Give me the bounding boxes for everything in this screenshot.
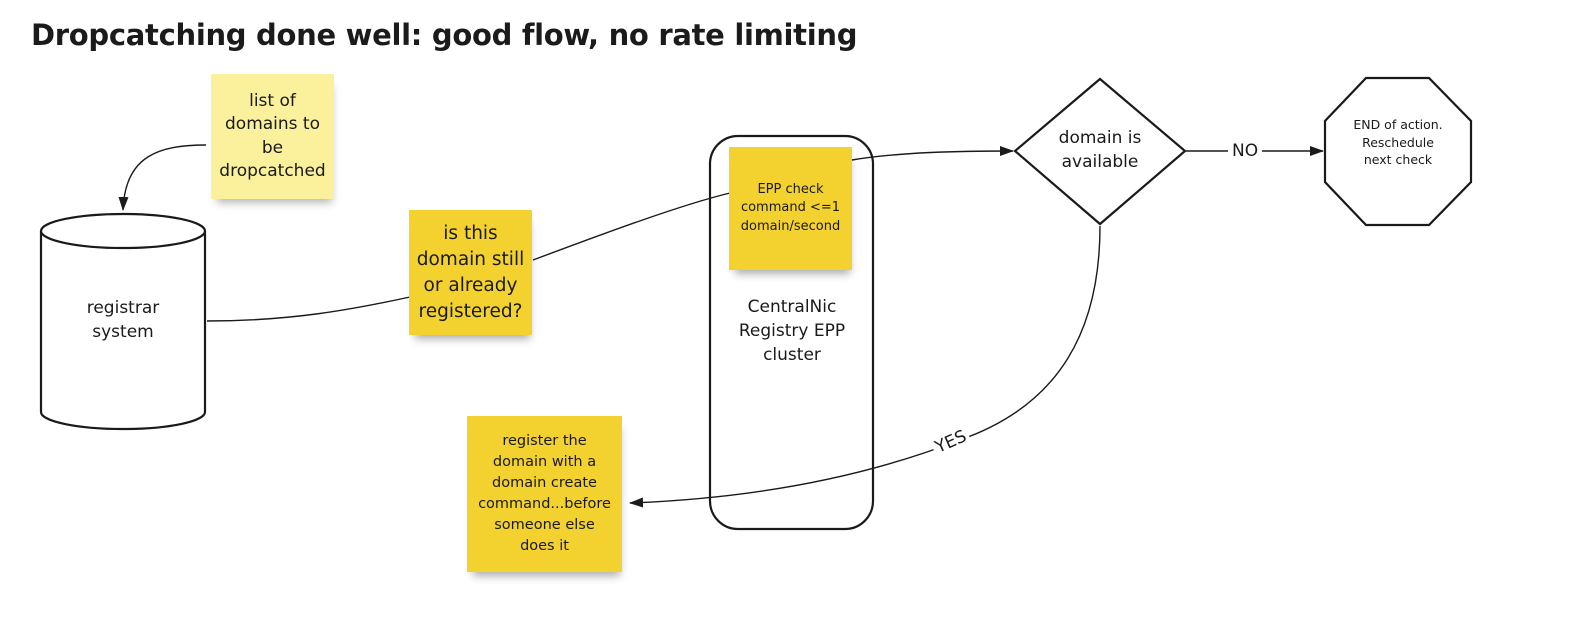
sticky-note-register-domain[interactable]: register the domain with a domain create… xyxy=(467,416,622,572)
sticky-note-text: is this domain still or already register… xyxy=(416,222,525,322)
epp-cluster-label: CentralNic Registry EPP cluster xyxy=(738,297,846,365)
diagram-title: Dropcatching done well: good flow, no ra… xyxy=(31,18,858,52)
database-cylinder-shape[interactable] xyxy=(39,212,207,431)
registrar-system-label: registrar system xyxy=(86,298,160,342)
sticky-note-registered-question[interactable]: is this domain still or already register… xyxy=(409,210,532,335)
sticky-note-text: list of domains to be dropcatched xyxy=(219,90,326,182)
edge-label-no: NO xyxy=(1228,141,1263,161)
decision-diamond-shape[interactable] xyxy=(1013,77,1187,226)
connector-epp-to-decision[interactable] xyxy=(851,146,1014,161)
sticky-note-epp-check[interactable]: EPP check command <=1 domain/second xyxy=(729,147,852,270)
connector-question-to-epp[interactable] xyxy=(532,192,731,261)
decision-label: domain is available xyxy=(1058,128,1142,172)
sticky-note-text: register the domain with a domain create… xyxy=(478,433,611,554)
sticky-note-domain-list[interactable]: list of domains to be dropcatched xyxy=(211,74,334,199)
end-action-label: END of action. Reschedule next check xyxy=(1353,117,1443,167)
connector-list-to-registrar[interactable] xyxy=(118,144,207,211)
connector-registrar-to-question[interactable] xyxy=(206,296,411,322)
end-octagon-shape[interactable] xyxy=(1323,76,1473,227)
sticky-note-text: EPP check command <=1 domain/second xyxy=(740,181,841,234)
